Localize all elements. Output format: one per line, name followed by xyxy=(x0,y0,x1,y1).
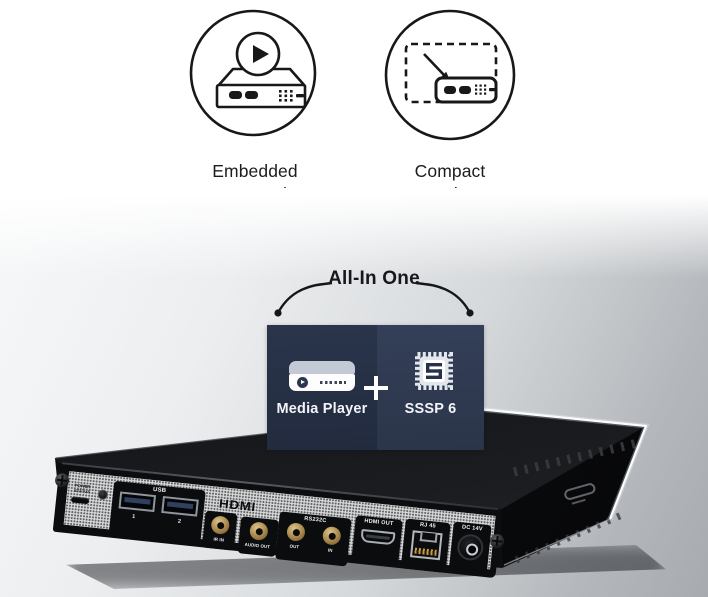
embedded-content-play-icon xyxy=(189,9,317,137)
all-in-one-combo-box: Media Player SSSP 6 xyxy=(267,325,484,450)
compact-design-icon xyxy=(384,9,516,141)
media-player-label: Media Player xyxy=(276,401,368,417)
audio-out-label: AUDIO OUT xyxy=(244,541,271,549)
audio-out-jack-icon xyxy=(248,521,269,542)
rs232c-out-jack-icon xyxy=(286,522,306,542)
usb-port-1-label: 1 xyxy=(131,513,136,521)
vent-dots-icon xyxy=(320,381,346,384)
rj45-block: RJ 45 xyxy=(400,518,451,573)
sssp-s-logo xyxy=(426,363,442,379)
power-status-label: POWER STATUS xyxy=(73,482,91,495)
media-player-panel: Media Player xyxy=(267,325,377,450)
media-player-icon xyxy=(289,361,355,391)
hdmi-out-port-icon xyxy=(359,528,395,546)
usb-port-2-label: 2 xyxy=(177,518,182,525)
usb-port-1 xyxy=(117,491,156,513)
dc-label: DC 14V xyxy=(461,524,483,533)
rj45-port-icon xyxy=(409,530,443,561)
rs232c-in-label: IN xyxy=(327,547,333,553)
ir-in-jack-block: IR IN xyxy=(201,510,238,551)
hdmi-out-label: HDMI OUT xyxy=(364,518,394,528)
dc-power-block: DC 14V xyxy=(448,521,492,574)
sssp-panel: SSSP 6 xyxy=(377,325,484,450)
all-in-one-label: All-In One xyxy=(328,268,420,289)
sssp-label: SSSP 6 xyxy=(404,401,457,417)
media-player-icon-front xyxy=(289,374,355,391)
ir-in-label: IR IN xyxy=(213,535,225,543)
ir-in-jack-icon xyxy=(210,515,231,535)
rs232c-in-jack-icon xyxy=(321,525,342,546)
feature-compact-design: Compact Design xyxy=(382,6,518,206)
status-led-icon xyxy=(97,489,109,501)
plus-icon xyxy=(364,376,388,400)
feature-icons-row: Embedded Content Play Compact Design xyxy=(0,0,708,210)
rs232c-out-label: OUT xyxy=(289,542,300,549)
audio-out-jack-block: AUDIO OUT xyxy=(237,516,280,558)
usb-port-block: USB 1 2 xyxy=(108,480,206,547)
feature-embedded-content-play: Embedded Content Play xyxy=(187,6,323,206)
brace-arcs-icon xyxy=(274,281,474,317)
dc-barrel-port-icon xyxy=(456,533,485,562)
play-icon xyxy=(297,377,308,388)
rs232c-block: RS232C OUT IN xyxy=(275,511,352,567)
hdmi-out-block: HDMI OUT xyxy=(351,515,403,566)
all-in-one-annotation: All-In One xyxy=(266,266,482,320)
sssp-chip-icon xyxy=(411,348,457,394)
usb-port-2 xyxy=(160,495,199,517)
media-player-icon-top xyxy=(289,361,355,374)
